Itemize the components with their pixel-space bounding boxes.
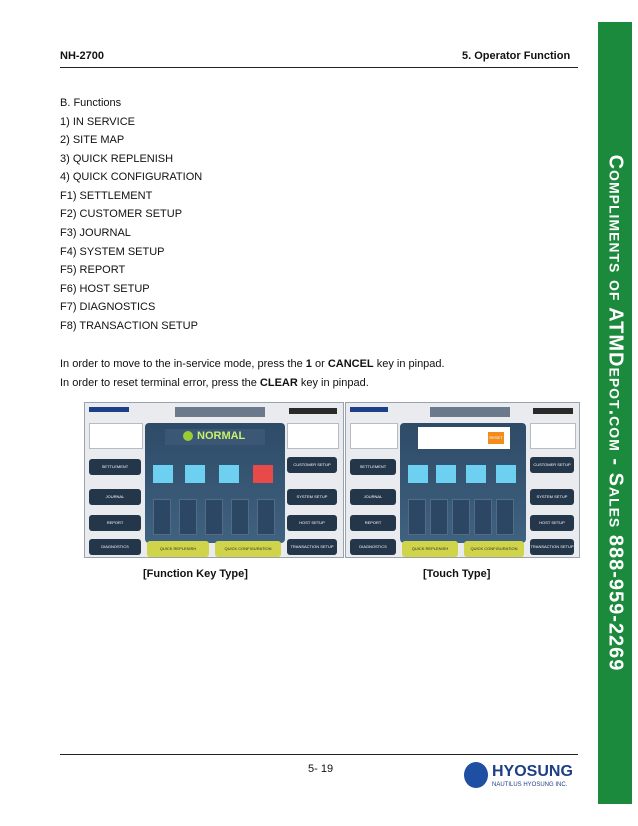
check-icon bbox=[183, 431, 193, 441]
settlement-button[interactable]: SETTLEMENT bbox=[89, 459, 141, 475]
function-item: F2) CUSTOMER SETUP bbox=[60, 208, 183, 221]
footer-rule bbox=[60, 754, 578, 755]
caption-function-key: [Function Key Type] bbox=[143, 568, 248, 580]
transaction-setup-button[interactable]: TRANSACTION SETUP bbox=[530, 539, 574, 555]
journal-button[interactable]: JOURNAL bbox=[350, 489, 396, 505]
status-panel: RESET bbox=[400, 423, 526, 543]
cassette bbox=[496, 499, 514, 535]
function-list: 1) IN SERVICE 2) SITE MAP 3) QUICK REPLE… bbox=[60, 113, 580, 336]
para1-pre: In order to move to the in-service mode,… bbox=[60, 358, 306, 370]
content: B. Functions 1) IN SERVICE 2) SITE MAP 3… bbox=[60, 94, 580, 336]
info-box bbox=[350, 423, 398, 449]
info-box bbox=[530, 423, 576, 449]
quick-configuration-button[interactable]: QUICK CONFIGURATION bbox=[215, 541, 281, 557]
cassette bbox=[205, 499, 223, 535]
hyosung-logo-icon bbox=[464, 762, 488, 788]
sidebar-banner-text: Compliments of ATMDepot.com - Sales 888-… bbox=[604, 154, 627, 672]
quick-configuration-button[interactable]: QUICK CONFIGURATION bbox=[464, 541, 524, 557]
para2-key: CLEAR bbox=[259, 377, 298, 389]
normal-status-text: NORMAL bbox=[197, 430, 246, 442]
device-icon bbox=[219, 465, 239, 483]
brand-logo-small bbox=[89, 407, 129, 412]
paragraph-in-service: In order to move to the in-service mode,… bbox=[60, 358, 580, 370]
system-setup-button[interactable]: SYSTEM SETUP bbox=[287, 489, 337, 505]
report-button[interactable]: REPORT bbox=[89, 515, 141, 531]
device-icon bbox=[436, 465, 456, 483]
function-item: F1) SETTLEMENT bbox=[60, 189, 153, 202]
paragraph-reset: In order to reset terminal error, press … bbox=[60, 377, 580, 389]
function-key-screen: NORMAL SETTLEMENT JOURNAL REPORT DIAGNOS… bbox=[84, 402, 344, 558]
device-row bbox=[151, 465, 277, 487]
info-box bbox=[287, 423, 339, 449]
page-header-left: NH-2700 bbox=[60, 50, 105, 62]
cassette bbox=[408, 499, 426, 535]
settlement-button[interactable]: SETTLEMENT bbox=[350, 459, 396, 475]
journal-button[interactable]: JOURNAL bbox=[89, 489, 141, 505]
para1-mid: or bbox=[311, 358, 328, 370]
para2-pre: In order to reset terminal error, press … bbox=[60, 377, 260, 389]
sidebar-banner: Compliments of ATMDepot.com - Sales 888-… bbox=[598, 22, 632, 804]
diagnostics-button[interactable]: DIAGNOSTICS bbox=[350, 539, 396, 555]
cash-row bbox=[151, 499, 277, 537]
customer-setup-button[interactable]: CUSTOMER SETUP bbox=[530, 457, 574, 473]
report-button[interactable]: REPORT bbox=[350, 515, 396, 531]
quick-replenish-button[interactable]: QUICK REPLENISH bbox=[402, 541, 458, 557]
device-row bbox=[406, 465, 520, 487]
para1-post: key in pinpad. bbox=[373, 358, 445, 370]
screen-title-bar bbox=[430, 407, 510, 417]
device-icon bbox=[496, 465, 516, 483]
section-title: B. Functions bbox=[60, 97, 122, 109]
cassette bbox=[474, 499, 492, 535]
customer-setup-button[interactable]: CUSTOMER SETUP bbox=[287, 457, 337, 473]
brand-logo-small bbox=[350, 407, 388, 412]
cash-row bbox=[406, 499, 520, 537]
system-setup-button[interactable]: SYSTEM SETUP bbox=[530, 489, 574, 505]
cassette bbox=[452, 499, 470, 535]
date-box bbox=[533, 408, 573, 414]
function-item: F8) TRANSACTION SETUP bbox=[60, 320, 198, 333]
brand-name: HYOSUNG bbox=[492, 763, 573, 780]
host-setup-button[interactable]: HOST SETUP bbox=[530, 515, 574, 531]
normal-status-bar: NORMAL bbox=[165, 429, 265, 445]
host-setup-button[interactable]: HOST SETUP bbox=[287, 515, 337, 531]
function-item: 1) IN SERVICE bbox=[60, 115, 135, 128]
screen-title-bar bbox=[175, 407, 265, 417]
brand-subtitle: NAUTILUS HYOSUNG INC. bbox=[492, 782, 568, 788]
date-box bbox=[289, 408, 337, 414]
cassette bbox=[179, 499, 197, 535]
cassette bbox=[430, 499, 448, 535]
device-icon bbox=[466, 465, 486, 483]
cassette bbox=[231, 499, 249, 535]
function-item: 2) SITE MAP bbox=[60, 134, 125, 147]
reset-button[interactable]: RESET bbox=[488, 432, 504, 444]
function-item: F6) HOST SETUP bbox=[60, 282, 150, 295]
function-item: F5) REPORT bbox=[60, 264, 126, 277]
transaction-setup-button[interactable]: TRANSACTION SETUP bbox=[287, 539, 337, 555]
function-item: F3) JOURNAL bbox=[60, 227, 131, 240]
page-header-right: 5. Operator Function bbox=[462, 50, 571, 62]
page-number: 5- 19 bbox=[308, 763, 334, 775]
para1-key2: CANCEL bbox=[327, 358, 374, 370]
function-item: F4) SYSTEM SETUP bbox=[60, 245, 165, 258]
status-panel: NORMAL bbox=[145, 423, 285, 543]
para2-post: key in pinpad. bbox=[297, 377, 369, 389]
device-warning-icon bbox=[253, 465, 273, 483]
touch-screen: RESET SETTLEMENT JOURNAL REPORT DIAGNOST… bbox=[345, 402, 580, 558]
header-rule bbox=[60, 67, 578, 68]
device-icon bbox=[185, 465, 205, 483]
diagnostics-button[interactable]: DIAGNOSTICS bbox=[89, 539, 141, 555]
quick-replenish-button[interactable]: QUICK REPLENISH bbox=[147, 541, 209, 557]
caption-touch: [Touch Type] bbox=[423, 568, 491, 580]
device-icon bbox=[408, 465, 428, 483]
info-box bbox=[89, 423, 143, 449]
function-item: 4) QUICK CONFIGURATION bbox=[60, 171, 203, 184]
brand-logo: HYOSUNG NAUTILUS HYOSUNG INC. bbox=[464, 762, 576, 792]
error-message-box: RESET bbox=[418, 427, 510, 449]
function-item: F7) DIAGNOSTICS bbox=[60, 301, 156, 314]
cassette bbox=[153, 499, 171, 535]
function-item: 3) QUICK REPLENISH bbox=[60, 152, 174, 165]
cassette bbox=[257, 499, 275, 535]
para1-key1: 1 bbox=[305, 358, 312, 370]
device-icon bbox=[153, 465, 173, 483]
